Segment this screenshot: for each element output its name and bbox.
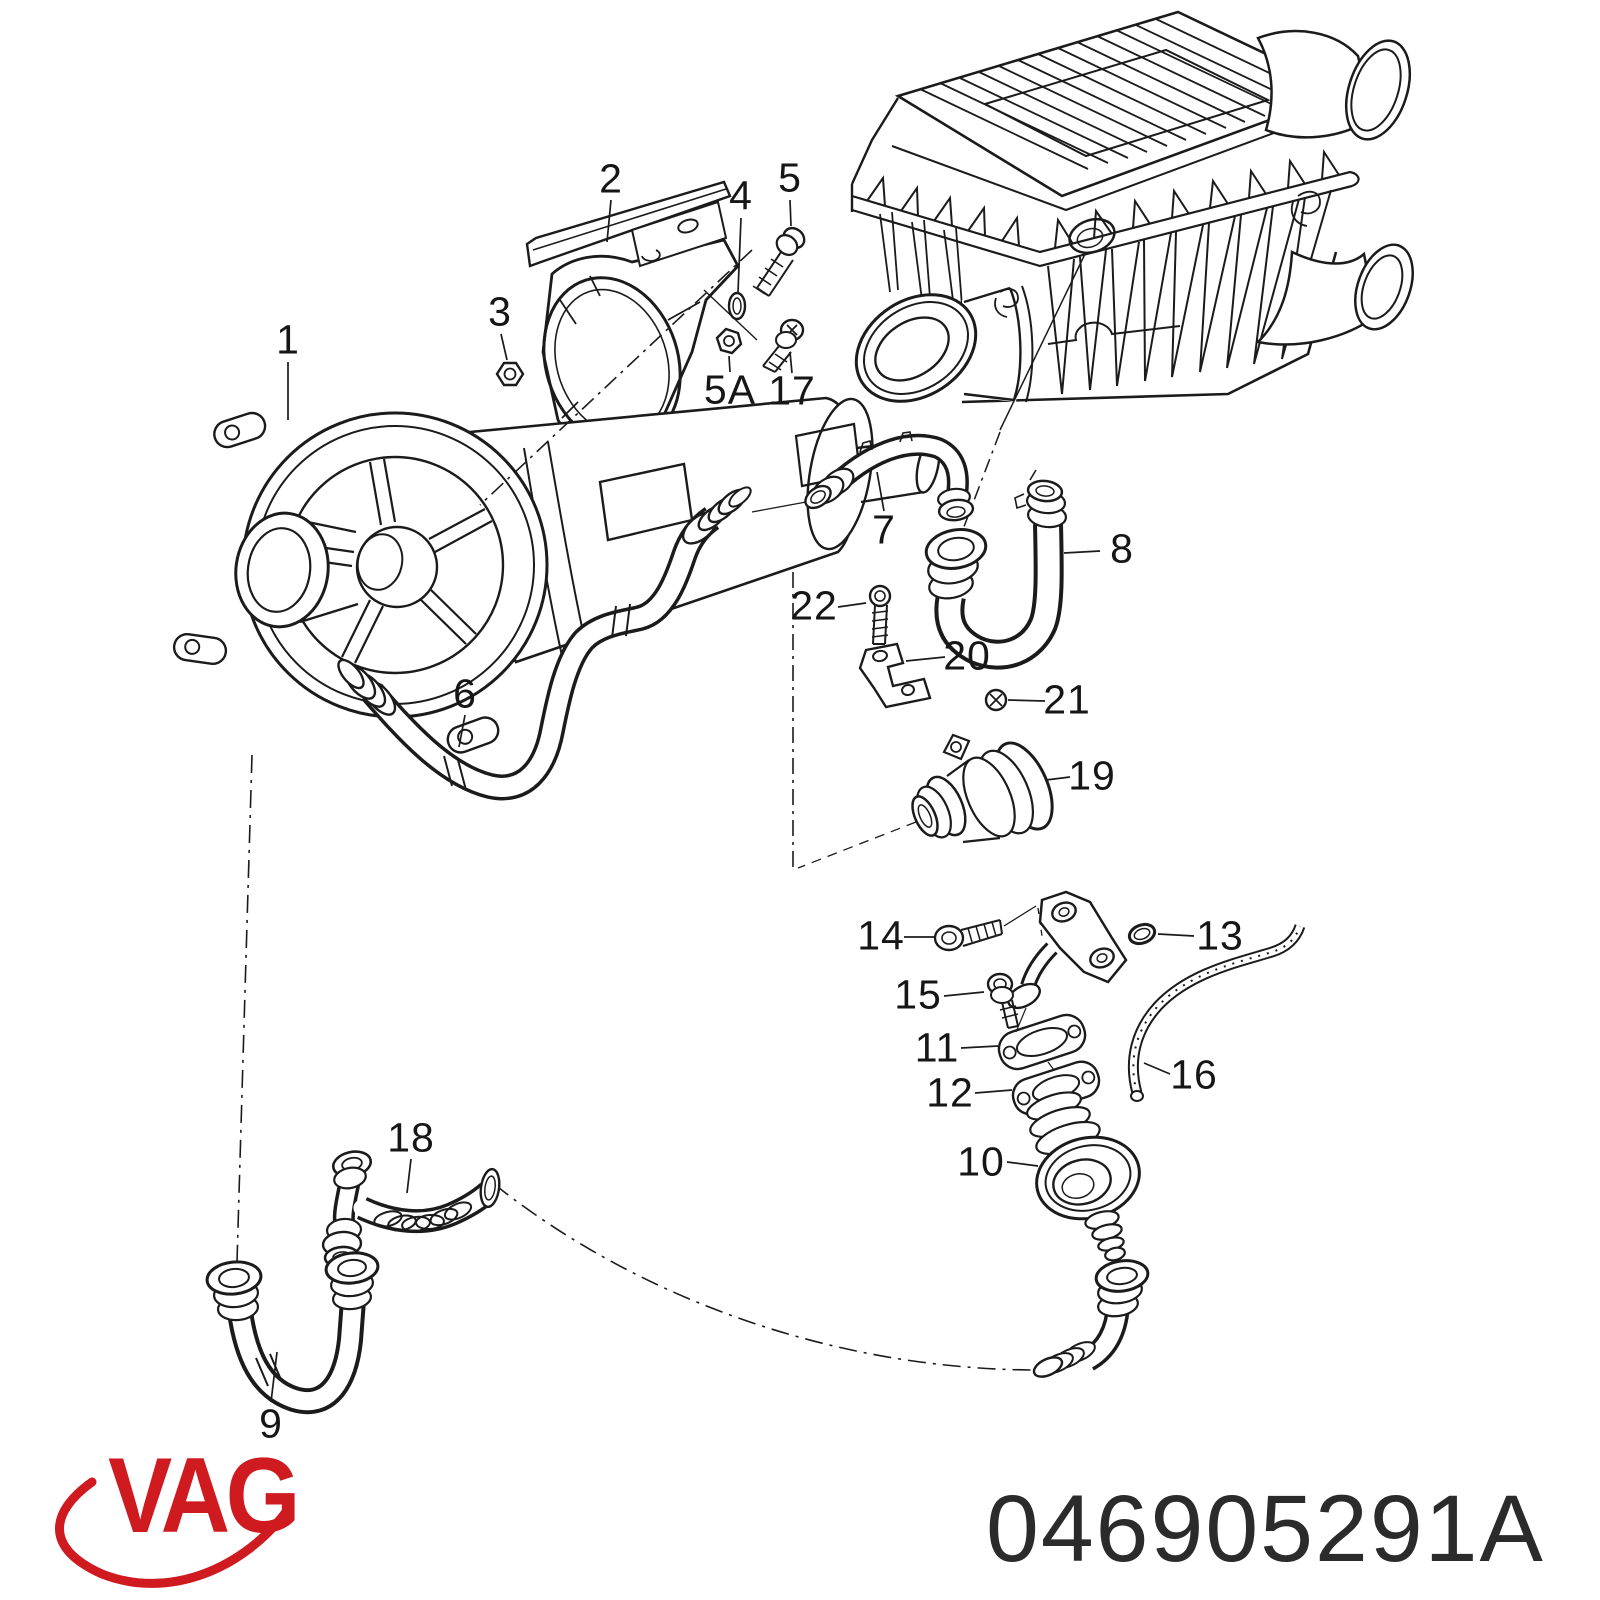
callout-label-7: 7 xyxy=(872,506,896,553)
hose-6-drawing xyxy=(337,486,807,801)
hose-8-drawing xyxy=(924,469,1068,670)
callout-label-3: 3 xyxy=(488,288,512,335)
callout-label-18: 18 xyxy=(387,1114,435,1161)
callout-label-4: 4 xyxy=(729,172,753,219)
bracket-20-drawing xyxy=(858,642,932,709)
washer-4-drawing xyxy=(727,291,747,321)
hose-7-drawing xyxy=(804,431,975,522)
part-number: 046905291A xyxy=(986,1476,1545,1582)
vag-logo-swoosh xyxy=(55,1477,294,1588)
callout-label-9: 9 xyxy=(259,1400,283,1447)
lower-valve-assembly-drawing xyxy=(933,890,1306,1262)
bolt-14-drawing xyxy=(933,905,1043,952)
pipe-16-drawing xyxy=(1127,922,1306,1102)
combi-valve-19-drawing xyxy=(858,584,1054,844)
air-pump-drawing xyxy=(172,411,549,754)
callout-label-1: 1 xyxy=(276,316,300,363)
bolt-5-drawing xyxy=(752,226,806,297)
callout-label-10: 10 xyxy=(957,1138,1005,1185)
valve-10-drawing xyxy=(1026,1091,1141,1262)
hose-18-drawing xyxy=(321,1150,501,1269)
o-ring-13-drawing xyxy=(1127,922,1157,946)
callout-label-16: 16 xyxy=(1170,1051,1218,1098)
bolt-22-drawing xyxy=(868,584,892,645)
nut-21-drawing xyxy=(984,688,1008,712)
callout-label-17: 17 xyxy=(768,367,816,414)
callout-label-13: 13 xyxy=(1196,912,1244,959)
callout-label-14: 14 xyxy=(857,912,905,959)
bolt-15-drawing xyxy=(986,972,1019,1029)
callout-label-15: 15 xyxy=(894,971,942,1018)
hose-9-drawing xyxy=(205,1251,380,1414)
nut-3-drawing xyxy=(495,361,525,387)
callout-label-19: 19 xyxy=(1068,752,1116,799)
callout-leaders xyxy=(270,199,1195,1403)
vag-logo-text: VAG xyxy=(108,1435,301,1555)
nut-5a-drawing xyxy=(715,327,743,355)
air-pump-motor-drawing xyxy=(468,396,941,664)
callout-label-5A: 5A xyxy=(703,366,757,413)
elbow-hose-drawing xyxy=(1032,1259,1150,1378)
callout-label-12: 12 xyxy=(926,1069,974,1116)
bolt-17-drawing xyxy=(762,318,805,373)
callout-label-11: 11 xyxy=(914,1024,960,1071)
gasket-11-drawing xyxy=(997,1013,1087,1071)
callout-label-6: 6 xyxy=(453,670,477,717)
callout-label-21: 21 xyxy=(1043,676,1091,723)
centerlines xyxy=(236,510,1049,1371)
air-filter-housing-drawing xyxy=(850,10,1414,533)
bracket-13-drawing xyxy=(1007,890,1128,1010)
callout-label-8: 8 xyxy=(1110,525,1134,572)
callout-label-22: 22 xyxy=(790,582,838,629)
fastener-drawings xyxy=(495,226,806,387)
callout-label-2: 2 xyxy=(599,155,623,202)
callout-label-5: 5 xyxy=(778,154,802,201)
callout-label-20: 20 xyxy=(943,632,991,679)
